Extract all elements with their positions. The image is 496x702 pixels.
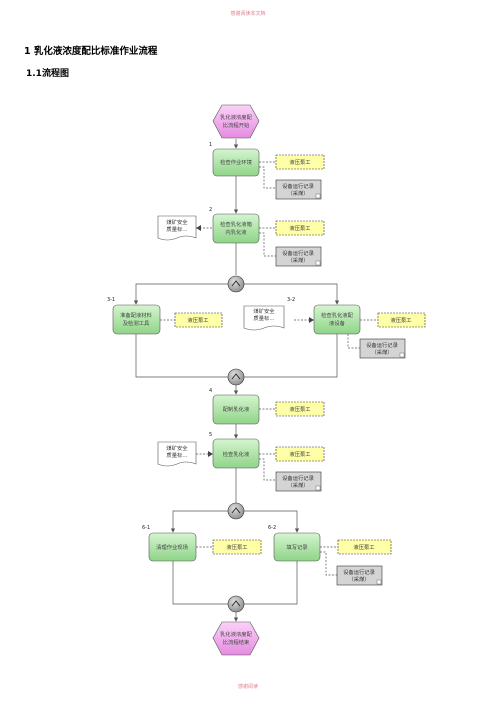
- step-6-1-label: 清理作业现场: [156, 543, 188, 551]
- step-3-1-role: 液压泵工: [174, 312, 223, 328]
- step-6-2-record: 设备运行记录 （采煤）: [336, 565, 383, 586]
- step-3-1-line1: 准备配液材料: [120, 311, 152, 319]
- section-title: 1 乳化液浓度配比标准作业流程: [24, 46, 158, 57]
- step-1-number: 1: [209, 142, 212, 148]
- step-3-1-number: 3-1: [107, 297, 115, 303]
- step-2-doc-line1: 煤矿安全: [166, 218, 188, 226]
- step-3-2-record: 设备运行记录 （采煤）: [359, 338, 406, 359]
- step-6-1-box: 清理作业现场: [148, 532, 197, 562]
- step-2-record-line2: （采煤）: [287, 256, 308, 264]
- step-6-1-role-label: 液压泵工: [226, 543, 248, 551]
- step-6-2-role: 液压泵工: [337, 539, 392, 555]
- step-6-2-box: 填写记录: [273, 532, 321, 562]
- step-2-standard-doc: 煤矿安全 质量标…: [157, 215, 197, 241]
- step-5-role-label: 液压泵工: [289, 450, 311, 458]
- step-3-2-doc-line2: 质量标…: [253, 314, 274, 322]
- step-5-standard-doc: 煤矿安全 质量标…: [157, 441, 197, 467]
- step-2-box: 检查乳化液箱 内乳化液: [212, 213, 260, 244]
- start-line1: 乳化液浓度配: [220, 113, 252, 121]
- step-6-1-role: 液压泵工: [212, 539, 262, 555]
- step-2-doc-arrow-icon: [196, 225, 201, 231]
- step-3-2-box: 检查乳化液配 液设备: [313, 304, 361, 335]
- step-5-record-line1: 设备运行记录: [282, 474, 314, 482]
- parallel-gateway-join-2: [227, 595, 245, 613]
- step-4-number: 4: [209, 388, 212, 394]
- page-header: 感谢阅读本文档: [230, 11, 266, 17]
- step-1-role: 液压泵工: [275, 154, 325, 170]
- connector-lines: [133, 139, 378, 622]
- step-3-2-doc-arrow-icon: [309, 317, 314, 323]
- step-4-box: 配制乳化液: [212, 394, 260, 425]
- step-6-2-record-line1: 设备运行记录: [343, 568, 375, 576]
- step-3-1-line2: 及检测工具: [123, 319, 150, 327]
- page-footer: 感谢阅读: [237, 684, 258, 690]
- step-2-number: 2: [209, 207, 212, 213]
- step-5-number: 5: [209, 432, 212, 438]
- parallel-gateway-join-1: [227, 368, 245, 386]
- step-2-record-line1: 设备运行记录: [282, 249, 314, 257]
- step-1-label: 检查作业环境: [220, 158, 252, 166]
- step-5-doc-line2: 质量标…: [166, 451, 187, 459]
- step-4-label: 配制乳化液: [223, 405, 250, 413]
- step-5-role: 液压泵工: [275, 446, 325, 462]
- step-1-role-label: 液压泵工: [289, 158, 311, 166]
- step-5-doc-line1: 煤矿安全: [166, 444, 188, 452]
- parallel-gateway-split-1: [227, 275, 245, 293]
- step-4-role: 液压泵工: [275, 401, 325, 417]
- step-1-record-line1: 设备运行记录: [282, 182, 314, 190]
- step-6-2-role-label: 液压泵工: [353, 543, 375, 551]
- step-3-2-record-line2: （采煤）: [371, 348, 392, 356]
- step-3-2-line1: 检查乳化液配: [321, 311, 353, 319]
- step-3-2-line2: 液设备: [329, 319, 346, 327]
- step-2-doc-line2: 质量标…: [166, 225, 187, 233]
- step-3-2-doc-line1: 煤矿安全: [253, 307, 275, 315]
- step-2-role: 液压泵工: [275, 220, 325, 236]
- end-line2: 比流程结束: [223, 638, 250, 646]
- step-6-2-number: 6-2: [268, 525, 276, 531]
- parallel-gateway-split-2: [227, 502, 245, 520]
- step-2-record: 设备运行记录 （采煤）: [275, 246, 322, 267]
- step-5-record: 设备运行记录 （采煤）: [275, 471, 322, 492]
- step-1-record: 设备运行记录 （采煤）: [275, 179, 322, 200]
- end-event: 乳化液浓度配 比流程结束: [212, 621, 260, 656]
- step-2-line1: 检查乳化液箱: [220, 220, 252, 228]
- step-5-label: 检查乳化液: [223, 450, 250, 458]
- step-3-1-box: 准备配液材料 及检测工具: [112, 304, 161, 335]
- step-3-2-record-line1: 设备运行记录: [366, 341, 398, 349]
- start-line2: 比流程开始: [223, 121, 250, 129]
- step-6-1-number: 6-1: [142, 525, 150, 531]
- step-2-role-label: 液压泵工: [289, 224, 311, 232]
- step-4-role-label: 液压泵工: [289, 405, 311, 413]
- step-1-record-line2: （采煤）: [287, 189, 308, 197]
- step-5-box: 检查乳化液: [212, 438, 260, 469]
- step-2-line2: 内乳化液: [225, 228, 247, 236]
- end-line1: 乳化液浓度配: [220, 630, 252, 638]
- step-6-2-label: 填写记录: [286, 543, 308, 551]
- step-3-2-standard-doc: 煤矿安全 质量标…: [243, 305, 285, 331]
- step-3-1-role-label: 液压泵工: [187, 316, 209, 324]
- step-5-record-line2: （采煤）: [287, 481, 308, 489]
- step-3-2-role: 液压泵工: [377, 312, 426, 328]
- subsection-title: 1.1流程图: [26, 69, 69, 79]
- step-3-2-number: 3-2: [287, 297, 295, 303]
- step-6-2-record-line2: （采煤）: [348, 575, 369, 583]
- step-5-doc-arrow-icon: [208, 451, 213, 457]
- start-event: 乳化液浓度配 比流程开始: [212, 104, 260, 139]
- step-1-box: 检查作业环境: [212, 148, 260, 177]
- step-3-2-role-label: 液压泵工: [390, 316, 412, 324]
